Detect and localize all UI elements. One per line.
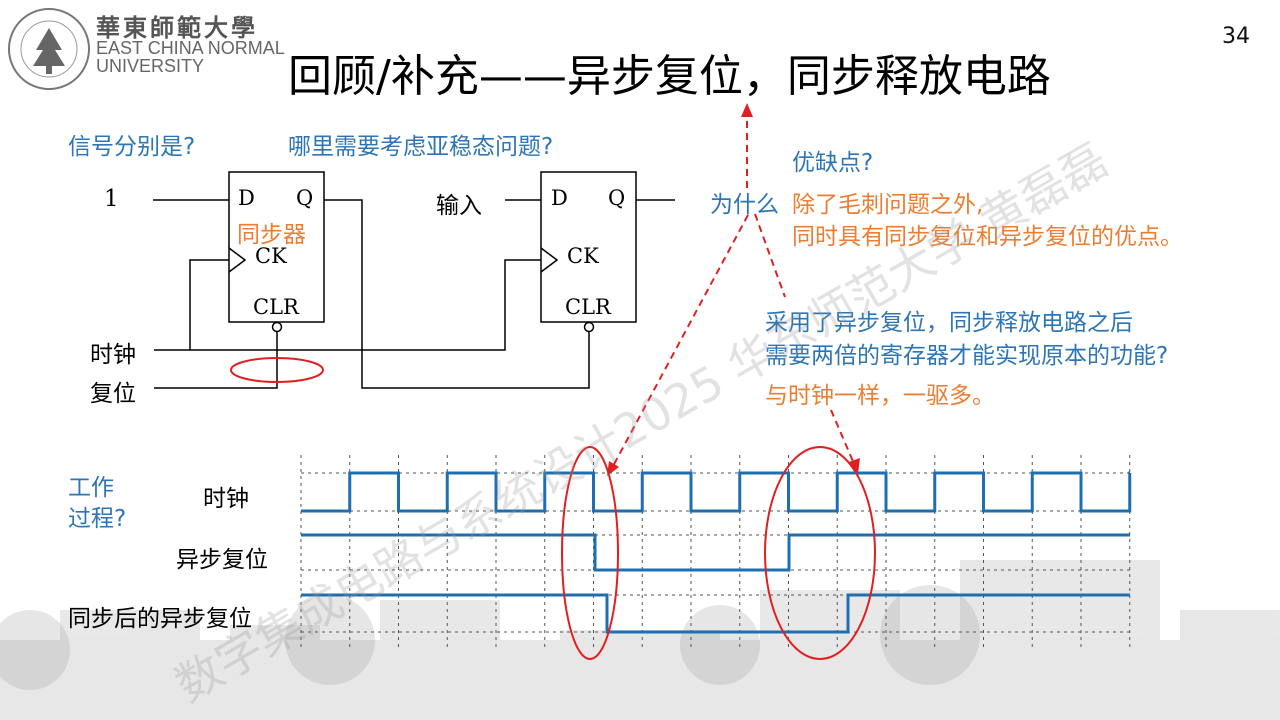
circuit-wires xyxy=(153,199,675,389)
answer-line1: 除了毛刺问题之外, xyxy=(792,192,984,218)
synchronizer-label: 同步器 xyxy=(237,222,306,248)
release-edge-highlight-ellipse-1 xyxy=(561,446,619,660)
flip-flop-2-clock-triangle xyxy=(540,247,559,273)
reset-node-highlight-ellipse xyxy=(230,357,324,383)
clock-label: 时钟 xyxy=(90,342,136,368)
flip-flop-2-clr-bubble xyxy=(583,321,595,333)
timing-clock-label: 时钟 xyxy=(203,486,249,512)
campus-background-image xyxy=(0,560,1280,720)
ff2-d-pin: D xyxy=(551,186,568,210)
answer-fanout: 与时钟一样，一驱多。 xyxy=(765,383,995,409)
ff1-ck-pin: CK xyxy=(255,244,287,268)
question-signals: 信号分别是? xyxy=(68,134,196,160)
input-one-label: 1 xyxy=(104,186,119,212)
question-double-reg-line1: 采用了异步复位，同步释放电路之后 xyxy=(765,310,1133,336)
ff1-q-pin: Q xyxy=(296,186,314,210)
question-why: 为什么 xyxy=(710,192,779,218)
ff1-d-pin: D xyxy=(238,186,255,210)
question-pros-cons: 优缺点? xyxy=(792,150,874,176)
sync-async-reset-waveform xyxy=(301,593,1130,634)
slide-title: 回顾/补充——异步复位，同步释放电路 xyxy=(288,51,1051,102)
question-work-line2: 过程? xyxy=(68,506,127,532)
logo-chinese-name: 華東師範大學 xyxy=(96,13,258,42)
clock-waveform xyxy=(301,471,1132,513)
annotation-arrowheads xyxy=(607,103,860,476)
release-edge-highlight-ellipse-2 xyxy=(764,446,876,660)
flip-flop-1-clock-triangle xyxy=(228,247,247,273)
question-work-line1: 工作 xyxy=(68,475,114,501)
timing-async-reset-label: 异步复位 xyxy=(176,547,268,573)
answer-line2: 同时具有同步复位和异步复位的优点。 xyxy=(792,224,1183,250)
annotation-arrows xyxy=(611,114,856,469)
timing-sync-async-reset-label: 同步后的异步复位 xyxy=(68,606,252,632)
ff2-ck-pin: CK xyxy=(567,244,599,268)
question-double-reg-line2: 需要两倍的寄存器才能实现原本的功能? xyxy=(765,343,1169,369)
question-metastability: 哪里需要考虑亚稳态问题? xyxy=(288,134,554,160)
timing-waveforms xyxy=(301,471,1132,634)
university-seal-logo xyxy=(8,8,90,90)
input-label: 输入 xyxy=(436,193,482,219)
flip-flop-2-box xyxy=(540,171,637,323)
flip-flop-1-clr-bubble xyxy=(271,321,283,333)
ff2-clr-pin: CLR xyxy=(565,295,611,319)
page-number: 34 xyxy=(1222,24,1250,49)
logo-english-line2: UNIVERSITY xyxy=(96,56,205,76)
ff1-clr-pin: CLR xyxy=(253,295,299,319)
reset-label: 复位 xyxy=(90,381,136,407)
logo-english-line1: EAST CHINA NORMAL xyxy=(96,38,285,58)
ff2-q-pin: Q xyxy=(608,186,626,210)
async-reset-waveform xyxy=(301,533,1130,572)
